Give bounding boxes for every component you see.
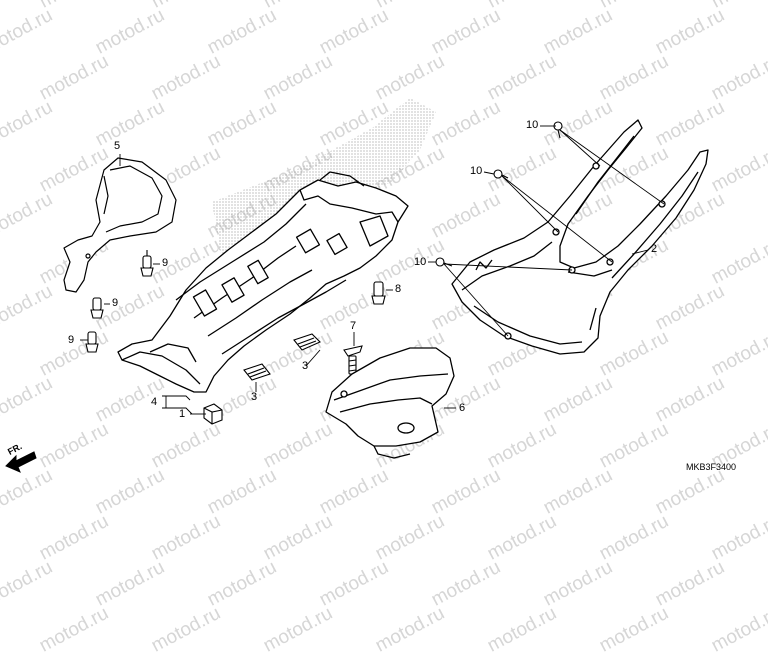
callout-10: 10: [470, 165, 483, 177]
screw-10-b: [493, 169, 509, 179]
watermark-text: motod.ru: [36, 602, 113, 657]
clip-1: [203, 403, 223, 425]
watermark-text: motod.ru: [0, 603, 1, 657]
callout-3: 3: [251, 391, 258, 403]
rubber-3-b: [243, 363, 271, 381]
screw-9-b: [90, 297, 104, 319]
part-5-bracket: [63, 157, 177, 293]
callout-7: 7: [350, 320, 357, 332]
diagram-drawing: [5, 98, 709, 473]
callout-6: 6: [459, 402, 466, 414]
leader-lines: [80, 125, 665, 415]
callout-9: 9: [162, 257, 169, 269]
callout-8: 8: [395, 283, 402, 295]
rubber-3-a: [293, 333, 321, 351]
part-6-cover: [325, 347, 455, 459]
callout-9: 9: [68, 334, 75, 346]
screw-10-c: [435, 257, 453, 267]
screw-9-c: [85, 331, 99, 353]
callout-1: 1: [179, 408, 186, 420]
watermark-text: motod.ru: [372, 602, 449, 657]
part-2-seat-cowl: [451, 119, 709, 355]
watermark-text: motod.ru: [708, 602, 768, 657]
callout-10: 10: [526, 119, 539, 131]
callout-10: 10: [414, 256, 427, 268]
watermark-text: motod.ru: [148, 602, 225, 657]
screw-9-a: [140, 250, 154, 277]
callout-4: 4: [151, 396, 158, 408]
diagram-code: MKB3F3400: [686, 462, 737, 472]
callout-9: 9: [112, 297, 119, 309]
front-direction-arrow: [5, 451, 37, 473]
watermark-text: motod.ru: [260, 602, 337, 657]
bolt-8: [371, 281, 386, 305]
callout-5: 5: [114, 140, 121, 152]
callout-2: 2: [651, 243, 658, 255]
rear-fender-main: [117, 171, 409, 393]
watermark-text: motod.ru: [596, 602, 673, 657]
screw-10-a: [553, 121, 563, 139]
callout-3: 3: [302, 360, 309, 372]
watermark-text: motod.ru: [484, 602, 561, 657]
